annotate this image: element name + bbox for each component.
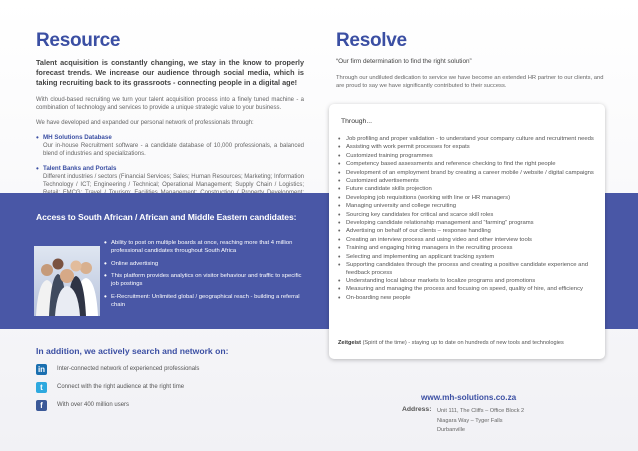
list-item: Advertising on behalf of our clients – r… bbox=[338, 228, 594, 236]
website-link[interactable]: www.mh-solutions.co.za bbox=[421, 393, 517, 402]
services-card: Through... Job profiling and proper vali… bbox=[329, 104, 605, 359]
resolve-paragraph: Through our undiluted dedication to serv… bbox=[336, 75, 604, 89]
network-title: In addition, we actively search and netw… bbox=[36, 346, 229, 356]
list-item: Selecting and implementing an applicant … bbox=[338, 254, 594, 262]
zeitgeist-note: Zeitgeist (Spirit of the time) - staying… bbox=[338, 340, 564, 346]
resource-paragraph-2: We have developed and expanded our perso… bbox=[36, 119, 254, 126]
list-item: Measuring and managing the process and f… bbox=[338, 286, 594, 294]
resource-title: Resource bbox=[36, 30, 121, 51]
address-line: Niagara Way – Tyger Falls bbox=[437, 417, 503, 424]
address-label: Address: bbox=[402, 406, 432, 413]
facebook-icon[interactable]: f bbox=[36, 399, 47, 411]
list-item: Customized advertisements bbox=[338, 178, 594, 186]
bullet-text: Our in-house Recruitment software - a ca… bbox=[43, 142, 304, 157]
band-list: Ability to post on multiple boards at on… bbox=[104, 239, 304, 315]
list-item: Assisting with work permit processes for… bbox=[338, 144, 594, 152]
band-title: Access to South African / African and Mi… bbox=[36, 212, 297, 222]
network-text: With over 400 million users bbox=[57, 402, 130, 408]
list-item: Competency based assessments and referen… bbox=[338, 161, 594, 169]
list-item: Training and engaging hiring managers in… bbox=[338, 245, 594, 253]
zeitgeist-text: (Spirit of the time) - staying up to dat… bbox=[361, 340, 564, 346]
address-line: Unit 111, The Cliffs – Office Block 2 bbox=[437, 408, 525, 414]
list-item: Future candidate skills projection bbox=[338, 186, 594, 194]
card-heading: Through... bbox=[341, 118, 372, 125]
address-line: Durbanville bbox=[437, 427, 465, 433]
resolve-quote: “Our firm determination to find the righ… bbox=[336, 58, 472, 65]
network-row-twitter: t Connect with the right audience at the… bbox=[36, 381, 184, 393]
list-item: This platform provides analytics on visi… bbox=[104, 272, 304, 289]
list-item: Understanding local labour markets to lo… bbox=[338, 278, 594, 286]
list-item: Development of an employment brand by cr… bbox=[338, 170, 594, 178]
list-item: Developing job requisitions (working wit… bbox=[338, 195, 594, 203]
list-item: On-boarding new people bbox=[338, 295, 594, 303]
list-item: Ability to post on multiple boards at on… bbox=[104, 239, 304, 256]
linkedin-icon[interactable]: in bbox=[36, 363, 47, 375]
list-item: Supporting candidates through the proces… bbox=[338, 262, 594, 277]
people-photo bbox=[34, 246, 100, 316]
bullet-title: Talent Banks and Portals bbox=[43, 164, 117, 172]
list-item: Creating an interview process and using … bbox=[338, 237, 594, 245]
resource-paragraph-1: With cloud-based recruiting we turn your… bbox=[36, 96, 304, 111]
list-item: Customized training programmes bbox=[338, 153, 594, 161]
network-text: Connect with the right audience at the r… bbox=[57, 384, 185, 390]
list-item: MH Solutions Database Our in-house Recru… bbox=[36, 133, 304, 158]
resolve-column: Resolve “Our firm determination to find … bbox=[336, 30, 606, 90]
list-item: Online advertising bbox=[104, 260, 304, 269]
bullet-title: MH Solutions Database bbox=[43, 133, 112, 141]
network-text: Inter-connected network of experienced p… bbox=[57, 366, 200, 372]
list-item: Sourcing key candidates for critical and… bbox=[338, 212, 594, 220]
resource-lead: Talent acquisition is constantly changin… bbox=[36, 58, 304, 88]
list-item: E-Recruitment: Unlimited global / geogra… bbox=[104, 293, 304, 310]
services-list: Job profiling and proper validation - to… bbox=[338, 136, 594, 303]
list-item: Job profiling and proper validation - to… bbox=[338, 136, 594, 144]
twitter-icon[interactable]: t bbox=[36, 381, 47, 393]
resolve-title: Resolve bbox=[336, 30, 407, 51]
zeitgeist-label: Zeitgeist bbox=[338, 340, 362, 346]
list-item: Managing university and college recruiti… bbox=[338, 203, 594, 211]
resource-column: Resource Talent acquisition is constantl… bbox=[36, 30, 304, 212]
list-item: Developing candidate relationship manage… bbox=[338, 220, 594, 228]
address-block: Unit 111, The Cliffs – Office Block 2 Ni… bbox=[437, 407, 524, 436]
network-row-facebook: f With over 400 million users bbox=[36, 399, 129, 411]
network-row-linkedin: in Inter-connected network of experience… bbox=[36, 363, 199, 375]
